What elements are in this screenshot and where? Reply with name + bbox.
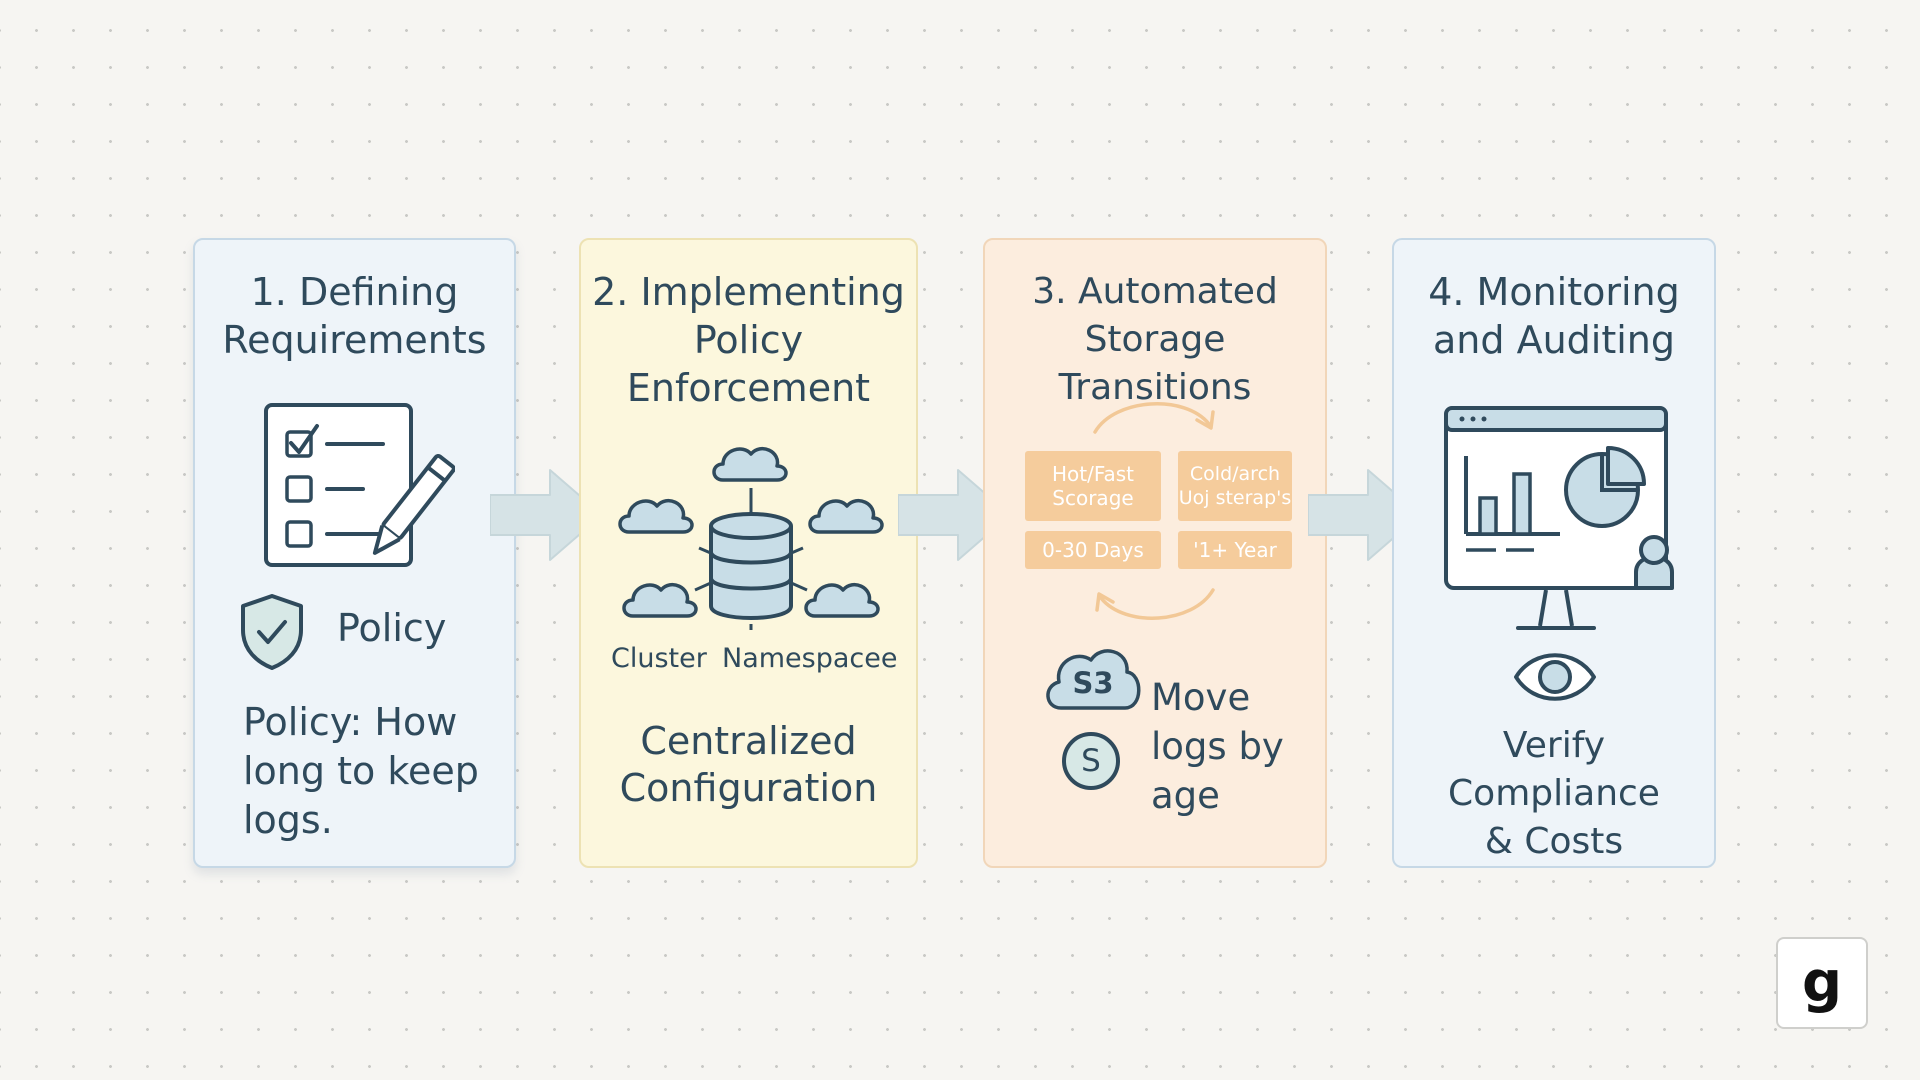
namespace-label: Namespacee xyxy=(722,643,898,674)
cluster-diagram xyxy=(611,430,891,630)
step-title: 4. Monitoring and Auditing xyxy=(1428,270,1680,362)
tier-cold-age: '1+ Year xyxy=(1178,531,1292,569)
checklist-icon xyxy=(263,402,453,582)
step-title: 2. Implementing Policy Enforcement xyxy=(592,270,905,410)
step-description: Centralized Configuration xyxy=(619,719,878,810)
shield-check-icon xyxy=(237,592,307,672)
tier-cold-label: Cold/arch Uoj sterap's xyxy=(1178,451,1292,521)
database-icon xyxy=(709,512,793,620)
step-title: 1. Defining Requirements xyxy=(222,270,487,362)
tier-hot-label: Hot/Fast Scorage xyxy=(1025,451,1161,521)
step-card-storage-transitions: 3. Automated Storage Transitions Hot/Fas… xyxy=(983,238,1327,868)
cloud-icon xyxy=(808,499,884,534)
flow-arrow-1 xyxy=(490,460,605,570)
step-description: Move logs by age xyxy=(1151,676,1284,817)
step-card-policy-enforcement: 2. Implementing Policy Enforcement xyxy=(579,238,918,868)
cycle-arrows-icon xyxy=(1085,398,1225,628)
step-description: Verify Compliance & Costs xyxy=(1448,725,1660,862)
cloud-icon xyxy=(804,583,880,618)
step-description: Policy: How long to keep logs. xyxy=(243,700,479,842)
s3-label: S3 xyxy=(1072,666,1114,700)
cluster-label: Cluster xyxy=(611,643,707,674)
s-label: S xyxy=(1081,743,1101,779)
cloud-icon xyxy=(618,499,694,534)
coin-icon: S xyxy=(1060,730,1122,792)
tier-hot-age: 0-30 Days xyxy=(1025,531,1161,569)
step-title: 3. Automated Storage Transitions xyxy=(1032,271,1278,408)
s3-cloud-icon: S3 xyxy=(1043,642,1143,712)
policy-label: Policy xyxy=(337,606,447,650)
monitor-dashboard-icon xyxy=(1442,404,1682,634)
cloud-icon xyxy=(622,583,698,618)
cloud-icon xyxy=(712,447,788,482)
eye-icon xyxy=(1512,652,1598,702)
step-card-defining-requirements: 1. Defining Requirements Policy Pol xyxy=(193,238,516,868)
brand-logo: g xyxy=(1776,937,1868,1029)
pencil-icon xyxy=(365,443,455,573)
step-card-monitoring-auditing: 4. Monitoring and Auditing xyxy=(1392,238,1716,868)
